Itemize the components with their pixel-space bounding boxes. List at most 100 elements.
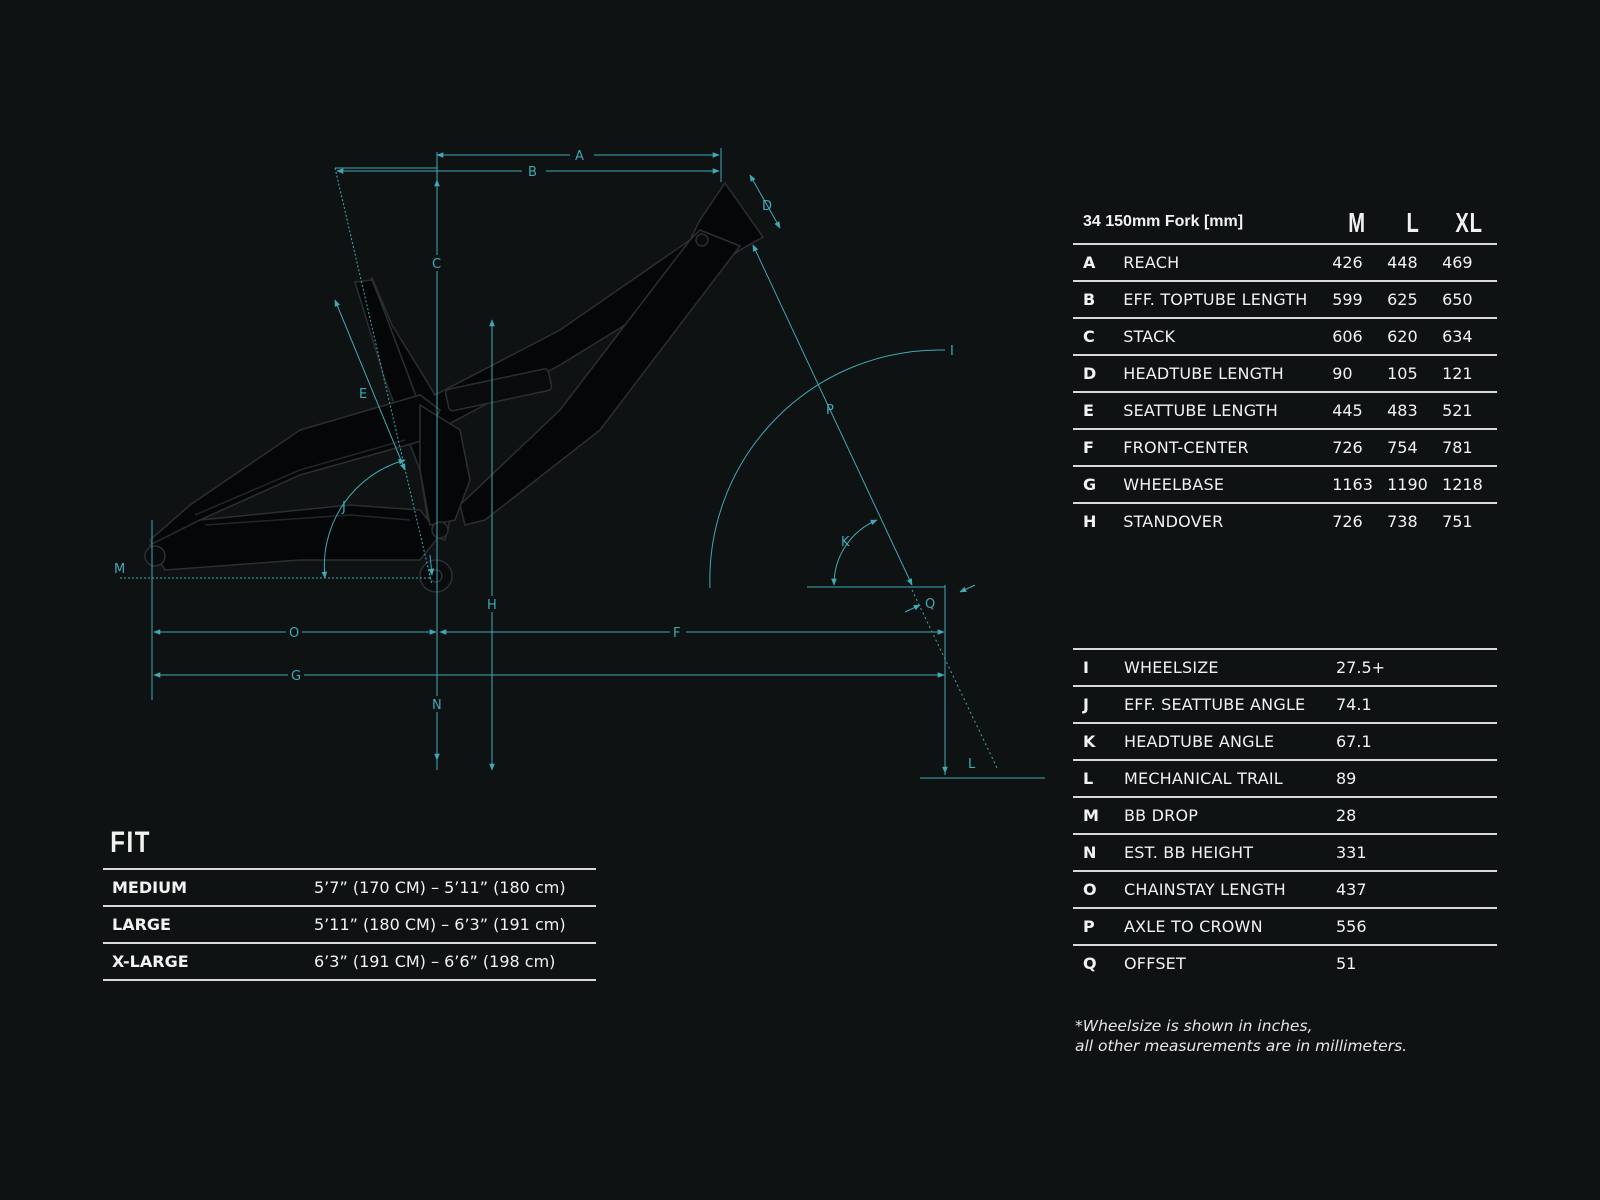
value-xl: 751 <box>1442 512 1473 531</box>
row-label: CHAINSTAY LENGTH <box>1124 880 1286 899</box>
value-xl: 521 <box>1442 401 1473 420</box>
fork-spec-title: 34 150mm Fork [mm] <box>1083 213 1244 230</box>
table-row: LARGE 5’11” (180 CM) – 6’3” (191 cm) <box>103 905 596 942</box>
footnote-line-2: all other measurements are in millimeter… <box>1075 1037 1408 1055</box>
row-label: EFF. SEATTUBE ANGLE <box>1124 695 1306 714</box>
value-xl: 650 <box>1442 290 1473 309</box>
row-label: EST. BB HEIGHT <box>1124 843 1254 862</box>
dimension-labels: A B C D E F G H I J K L M N O P Q <box>114 147 976 772</box>
row-letter: I <box>1083 658 1089 677</box>
label-q: Q <box>925 597 935 612</box>
value-xl: 634 <box>1442 327 1473 346</box>
row-letter: E <box>1083 401 1094 420</box>
value-xl: 121 <box>1442 364 1473 383</box>
value-l: 105 <box>1387 364 1418 383</box>
row-value: 89 <box>1336 769 1357 788</box>
row-letter: B <box>1083 290 1096 309</box>
row-label: FRONT-CENTER <box>1123 438 1249 457</box>
label-i: I <box>950 344 954 359</box>
units-footnote: *Wheelsize is shown in inches, all other… <box>1075 1016 1407 1056</box>
row-value: 74.1 <box>1336 695 1372 714</box>
value-xl: 781 <box>1442 438 1473 457</box>
row-label: MECHANICAL TRAIL <box>1124 769 1283 788</box>
fit-size: X-LARGE <box>112 952 189 971</box>
bike-frame <box>144 181 765 593</box>
label-h: H <box>487 598 497 613</box>
row-letter: M <box>1083 806 1099 825</box>
row-letter: J <box>1083 695 1089 714</box>
value-l: 625 <box>1387 290 1418 309</box>
geometry-table-header: 34 150mm Fork [mm] M L XL <box>1073 197 1497 245</box>
label-l: L <box>968 757 976 772</box>
row-letter: L <box>1083 769 1094 788</box>
row-label: STANDOVER <box>1123 512 1224 531</box>
value-m: 726 <box>1332 438 1363 457</box>
row-value: 67.1 <box>1336 732 1372 751</box>
fit-size: LARGE <box>112 915 171 934</box>
label-m: M <box>114 562 125 577</box>
label-f: F <box>673 626 680 641</box>
row-label: WHEELSIZE <box>1124 658 1219 677</box>
label-d: D <box>762 199 772 214</box>
label-k: K <box>841 535 850 550</box>
value-m: 426 <box>1332 253 1363 272</box>
row-value: 437 <box>1336 880 1367 899</box>
row-letter: Q <box>1083 954 1097 973</box>
value-l: 448 <box>1387 253 1418 272</box>
row-value: 27.5+ <box>1336 658 1386 677</box>
label-g: G <box>291 669 301 684</box>
footnote-line-1: *Wheelsize is shown in inches, <box>1075 1017 1313 1035</box>
label-c: C <box>432 257 441 272</box>
row-letter: K <box>1083 732 1096 751</box>
value-m: 599 <box>1332 290 1363 309</box>
value-xl: 469 <box>1442 253 1473 272</box>
table-row: L MECHANICAL TRAIL 89 <box>1073 761 1497 798</box>
row-value: 51 <box>1336 954 1357 973</box>
label-a: A <box>575 149 584 164</box>
label-e: E <box>359 387 367 402</box>
value-m: 1163 <box>1332 475 1373 494</box>
row-letter: C <box>1083 327 1095 346</box>
size-col-xl: XL <box>1455 207 1483 238</box>
row-letter: G <box>1083 475 1097 494</box>
row-label: AXLE TO CROWN <box>1124 917 1263 936</box>
size-col-l: L <box>1406 207 1420 238</box>
spec-table: I WHEELSIZE 27.5+ J EFF. SEATTUBE ANGLE 74.1… <box>1073 648 1497 981</box>
row-label: WHEELBASE <box>1123 475 1225 494</box>
label-o: O <box>289 626 299 641</box>
table-row: F FRONT-CENTER 726 754 781 <box>1073 430 1497 467</box>
label-j: J <box>341 500 346 515</box>
row-label: BB DROP <box>1124 806 1199 825</box>
table-row: I WHEELSIZE 27.5+ <box>1073 650 1497 687</box>
row-letter: D <box>1083 364 1097 383</box>
size-col-m: M <box>1348 207 1366 238</box>
fit-range: 5’11” (180 CM) – 6’3” (191 cm) <box>314 915 566 934</box>
table-row: J EFF. SEATTUBE ANGLE 74.1 <box>1073 687 1497 724</box>
label-b: B <box>528 165 537 180</box>
value-l: 483 <box>1387 401 1418 420</box>
row-value: 28 <box>1336 806 1357 825</box>
row-letter: F <box>1083 438 1094 457</box>
dimension-lines <box>120 148 1045 779</box>
table-row: M BB DROP 28 <box>1073 798 1497 835</box>
label-p: P <box>826 403 834 418</box>
value-l: 754 <box>1387 438 1418 457</box>
value-m: 606 <box>1332 327 1363 346</box>
value-l: 620 <box>1387 327 1418 346</box>
row-value: 331 <box>1336 843 1367 862</box>
fit-size: MEDIUM <box>112 878 187 897</box>
value-l: 738 <box>1387 512 1418 531</box>
fit-title: FIT <box>110 826 151 859</box>
